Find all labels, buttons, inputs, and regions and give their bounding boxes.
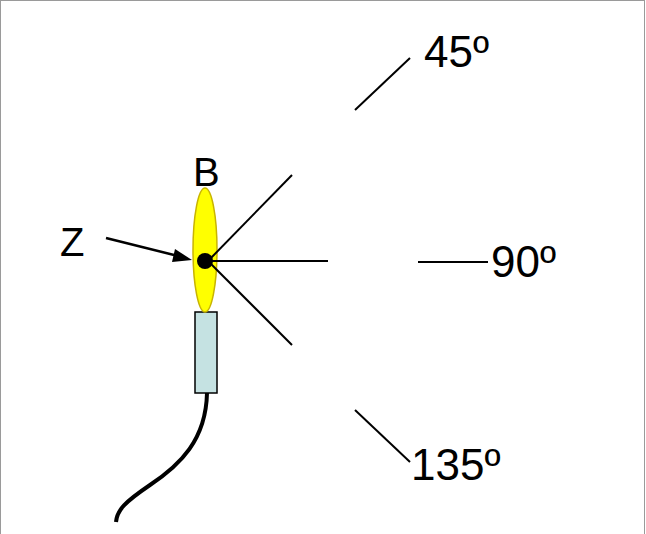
label: 45º [424, 30, 489, 74]
angle-lines [208, 58, 488, 462]
label: Z [60, 222, 84, 262]
burner-tube [195, 312, 217, 393]
arrowhead [172, 249, 192, 262]
leader-arrow [106, 238, 178, 256]
label: B [193, 152, 220, 192]
label: 90º [491, 240, 556, 284]
cable [116, 393, 207, 522]
label: 135º [411, 443, 500, 487]
point-z [197, 253, 213, 269]
flame [193, 188, 217, 312]
